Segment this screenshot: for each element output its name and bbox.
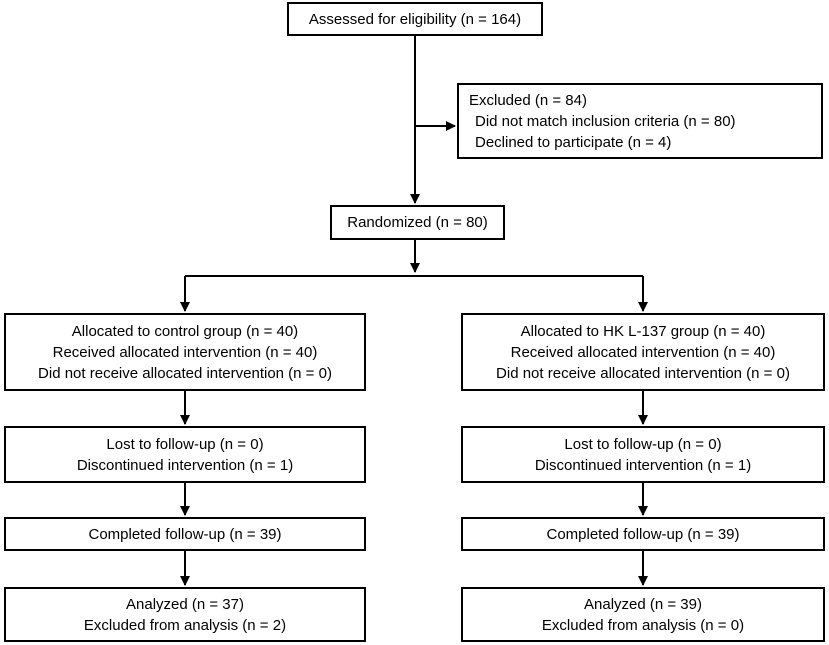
randomized-box: Randomized (n = 80) — [330, 205, 505, 240]
hk-excluded-line: Excluded from analysis (n = 0) — [541, 616, 745, 634]
control-completed-box: Completed follow-up (n = 39) — [4, 517, 366, 551]
hk-lost-line: Lost to follow-up (n = 0) — [564, 435, 722, 453]
excluded-criteria: Did not match inclusion criteria (n = 80… — [475, 112, 736, 130]
assessed-text: Assessed for eligibility (n = 164) — [308, 10, 522, 28]
hk-analyzed-line: Analyzed (n = 39) — [584, 595, 702, 613]
hk-not-received-line: Did not receive allocated intervention (… — [496, 364, 790, 382]
hk-received-line: Received allocated intervention (n = 40) — [510, 343, 776, 361]
excluded-total: Excluded (n = 84) — [469, 91, 587, 109]
control-excluded-line: Excluded from analysis (n = 2) — [83, 616, 287, 634]
hk-allocated-line: Allocated to HK L-137 group (n = 40) — [520, 322, 766, 340]
control-not-received-line: Did not receive allocated intervention (… — [38, 364, 332, 382]
excluded-declined: Declined to participate (n = 4) — [475, 133, 672, 151]
hk-completed-line: Completed follow-up (n = 39) — [546, 525, 740, 543]
control-discontinued-line: Discontinued intervention (n = 1) — [76, 456, 294, 474]
hk-completed-box: Completed follow-up (n = 39) — [461, 517, 825, 551]
hk-followup-box: Lost to follow-up (n = 0) Discontinued i… — [461, 426, 825, 483]
control-allocated-line: Allocated to control group (n = 40) — [71, 322, 299, 340]
assessed-box: Assessed for eligibility (n = 164) — [287, 2, 543, 36]
excluded-box: Excluded (n = 84) Did not match inclusio… — [457, 83, 823, 159]
hk-analyzed-box: Analyzed (n = 39) Excluded from analysis… — [461, 587, 825, 642]
control-analyzed-line: Analyzed (n = 37) — [126, 595, 244, 613]
randomized-text: Randomized (n = 80) — [347, 214, 488, 231]
control-allocated-box: Allocated to control group (n = 40) Rece… — [4, 313, 366, 391]
control-followup-box: Lost to follow-up (n = 0) Discontinued i… — [4, 426, 366, 483]
hk-discontinued-line: Discontinued intervention (n = 1) — [534, 456, 752, 474]
control-lost-line: Lost to follow-up (n = 0) — [106, 435, 264, 453]
control-analyzed-box: Analyzed (n = 37) Excluded from analysis… — [4, 587, 366, 642]
hk-allocated-box: Allocated to HK L-137 group (n = 40) Rec… — [461, 313, 825, 391]
control-received-line: Received allocated intervention (n = 40) — [52, 343, 318, 361]
control-completed-line: Completed follow-up (n = 39) — [88, 525, 282, 543]
